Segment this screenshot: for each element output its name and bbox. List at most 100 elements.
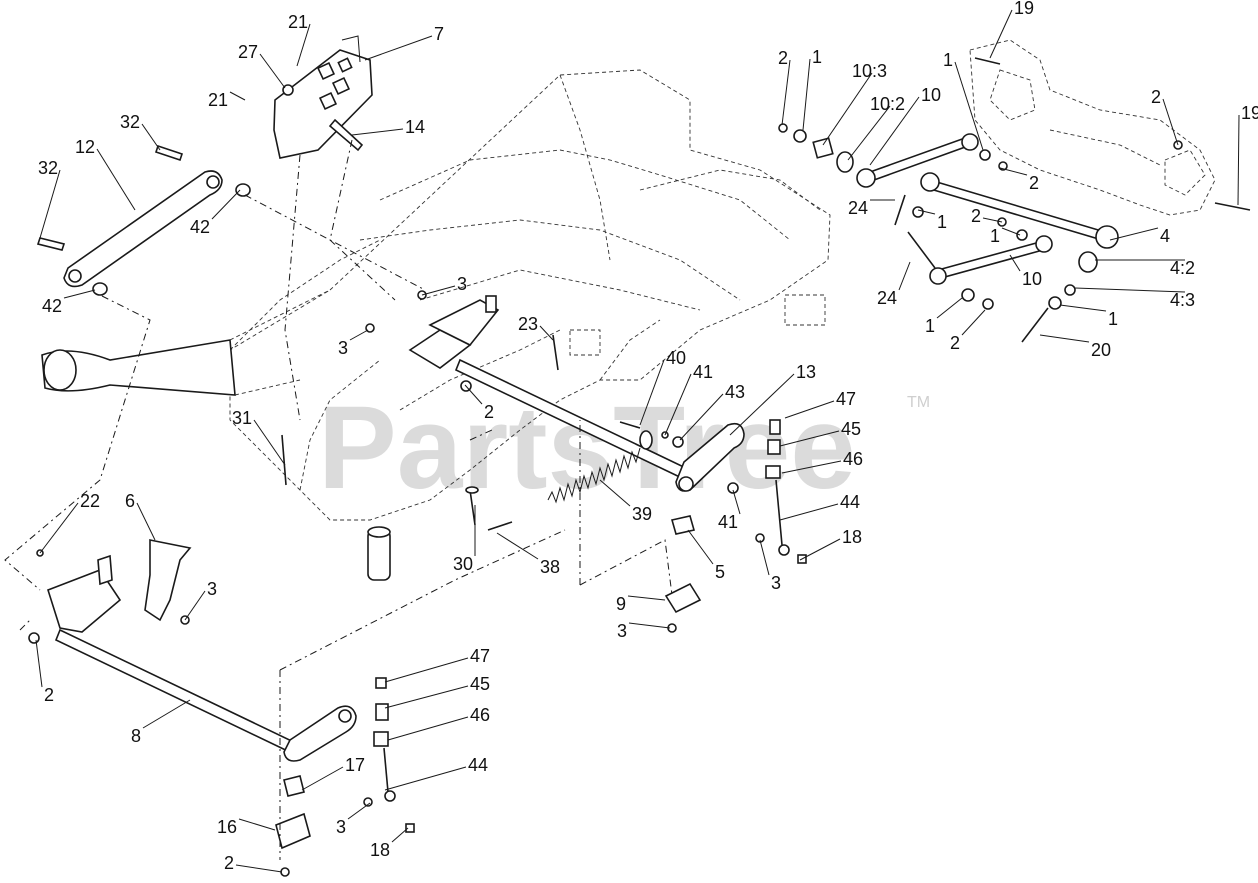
callout-c20: 20 (1039, 334, 1111, 360)
callout-leader (664, 373, 692, 436)
callout-label: 47 (470, 646, 490, 666)
callout-label: 18 (842, 527, 862, 547)
callout-c1f: 1 (1059, 304, 1118, 329)
callout-label: 9 (616, 594, 626, 614)
shaft-right (408, 295, 745, 492)
callout-leader (238, 818, 276, 831)
callout-label: 2 (484, 402, 494, 422)
callout-c2h: 2 (950, 309, 986, 353)
watermark-trademark: TM (907, 394, 930, 411)
callout-c16: 16 (217, 817, 276, 837)
callout-label: 2 (224, 853, 234, 873)
callout-label: 1 (990, 226, 1000, 246)
callout-c2c: 2 (224, 853, 283, 873)
callout-c3b: 3 (338, 329, 369, 358)
callout-label: 20 (1091, 340, 1111, 360)
callout-leader (779, 503, 839, 521)
callout-label: 2 (1029, 173, 1039, 193)
callout-leader (1162, 98, 1179, 146)
callout-label: 45 (841, 419, 861, 439)
callout-leader (628, 622, 671, 629)
callout-leader (999, 167, 1028, 176)
callout-label: 46 (843, 449, 863, 469)
callout-leader (421, 285, 456, 296)
callout-leader (781, 59, 791, 126)
callout-c27: 27 (238, 42, 286, 89)
callout-c12: 12 (75, 137, 136, 211)
callout-leader (39, 169, 61, 239)
callout-label: 1 (925, 316, 935, 336)
callout-label: 2 (971, 206, 981, 226)
front-bracket (969, 39, 1251, 216)
callout-c41a: 41 (664, 362, 713, 436)
callout-c42a: 42 (190, 189, 241, 237)
callout-leader (599, 479, 631, 507)
callout-leader (898, 261, 911, 291)
callout-label: 3 (336, 817, 346, 837)
callout-label: 8 (131, 726, 141, 746)
callout-leader (229, 91, 246, 101)
callout-label: 45 (470, 674, 490, 694)
callout-c32b: 32 (38, 158, 61, 239)
callout-leader (732, 489, 741, 515)
callout-leader (627, 595, 666, 601)
callout-layer: 2172721143212324242332324041431347454631… (35, 0, 1258, 873)
callout-leader (184, 590, 206, 621)
callout-label: 40 (666, 348, 686, 368)
callout-c21a: 21 (288, 12, 311, 67)
callout-c24a: 24 (848, 198, 895, 218)
callout-c7: 7 (364, 24, 444, 61)
callout-leader (989, 9, 1013, 59)
callout-c45a: 45 (779, 419, 861, 447)
callout-leader (35, 639, 43, 688)
callout-c2b: 2 (35, 639, 54, 705)
callout-c10b: 10 (1009, 254, 1042, 289)
clamps (275, 515, 702, 877)
callout-c40: 40 (639, 348, 686, 426)
callout-c41b: 41 (718, 489, 741, 532)
callout-label: 39 (632, 504, 652, 524)
callout-leader (384, 766, 467, 791)
callout-leader (142, 699, 191, 729)
callout-label: 4:2 (1170, 258, 1195, 278)
callout-c1c: 1 (917, 209, 947, 232)
callout-leader (253, 419, 286, 466)
callout-leader (1109, 227, 1159, 241)
callout-c4: 4 (1109, 226, 1170, 246)
assembly-lines (4, 139, 673, 860)
callout-label: 6 (125, 491, 135, 511)
shaft-left (47, 539, 357, 762)
callout-leader (136, 502, 156, 541)
callout-label: 4 (1160, 226, 1170, 246)
callout-c10a: 10 (869, 85, 941, 166)
callout-leader (301, 766, 344, 791)
callout-c43: 43 (679, 382, 745, 441)
callout-c44a: 44 (779, 492, 860, 521)
callout-leader (391, 827, 409, 843)
callout-leader (781, 460, 842, 474)
callout-leader (847, 105, 891, 161)
callout-label: 41 (718, 512, 738, 532)
callout-c42b: 42 (42, 289, 96, 316)
callout-label: 12 (75, 137, 95, 157)
callout-label: 27 (238, 42, 258, 62)
callout-c46a: 46 (781, 449, 863, 474)
callout-label: 2 (778, 48, 788, 68)
callout-c18b: 18 (370, 827, 409, 860)
callout-c2g: 2 (971, 206, 1003, 226)
callout-label: 42 (42, 296, 62, 316)
callout-c32a: 32 (120, 112, 161, 151)
callout-c23: 23 (518, 314, 554, 341)
spring (547, 430, 653, 504)
callout-label: 18 (370, 840, 390, 860)
links-left (363, 677, 415, 833)
callout-label: 23 (518, 314, 538, 334)
callout-leader (779, 430, 840, 447)
callout-label: 2 (44, 685, 54, 705)
callout-label: 42 (190, 217, 210, 237)
callout-label: 13 (796, 362, 816, 382)
callout-label: 3 (771, 573, 781, 593)
callout-label: 16 (217, 817, 237, 837)
callout-leader (349, 329, 369, 341)
callout-label: 44 (468, 755, 488, 775)
